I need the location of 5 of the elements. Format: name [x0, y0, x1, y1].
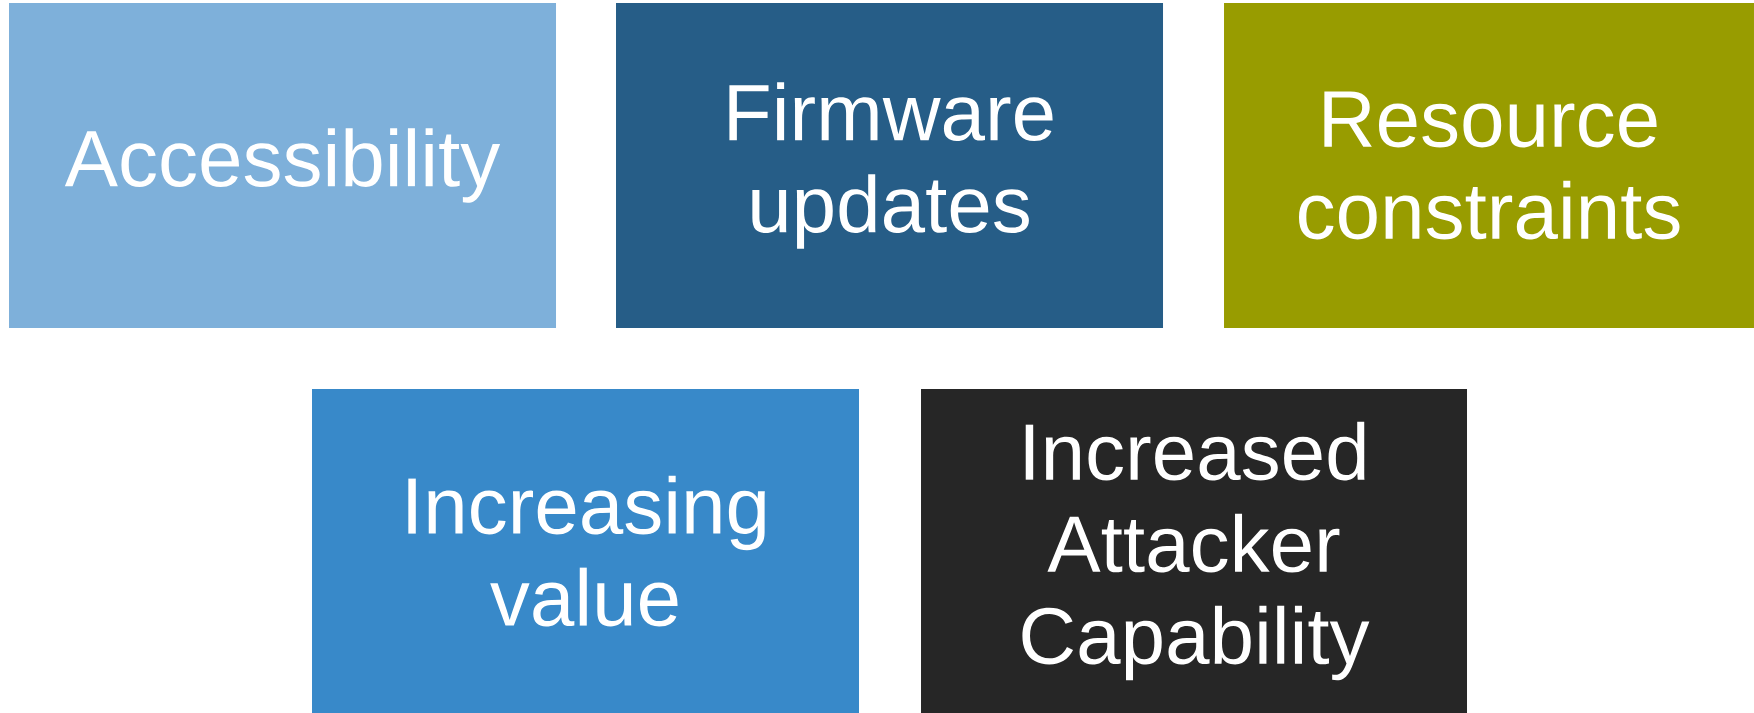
text-box: Resource constraints: [1224, 3, 1754, 328]
text-box: Increased Attacker Capability: [921, 389, 1467, 713]
text-box: Increasing value: [312, 389, 859, 713]
text-box: Accessibility: [9, 3, 556, 328]
text-box: Firmware updates: [616, 3, 1163, 328]
